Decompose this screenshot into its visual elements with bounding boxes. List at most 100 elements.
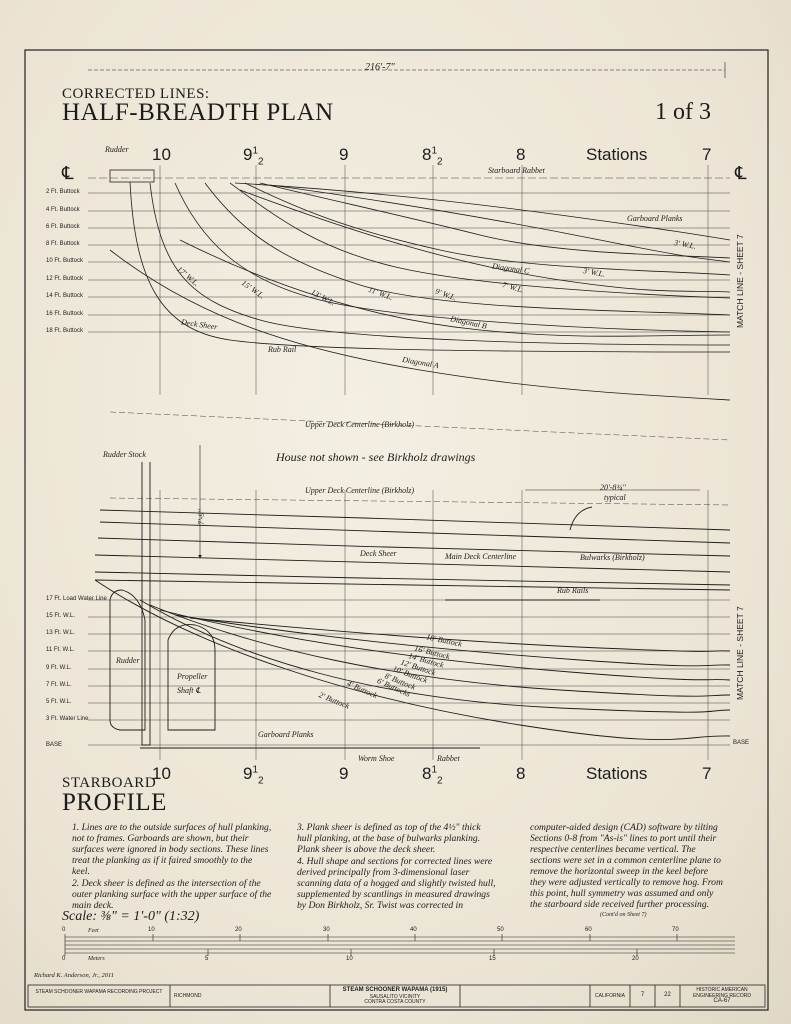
- station-9-half-bottom: 912: [243, 764, 264, 787]
- half-breadth-curves: [109, 181, 731, 401]
- corrected-lines-label: CORRECTED LINES:: [62, 86, 210, 102]
- title-block-frame: [27, 984, 766, 1008]
- typical-dimension: 20'-8¾": [600, 483, 626, 492]
- buttock-18ft: 18 Ft. Buttock: [46, 328, 84, 334]
- meter-tick-0: 0: [62, 956, 66, 962]
- meter-tick-15: 15: [489, 956, 496, 962]
- meter-tick-10: 10: [346, 956, 353, 962]
- base-right-label: BASE: [733, 740, 750, 746]
- wl-3: 3 Ft. Water Line: [46, 716, 89, 722]
- match-line-top: MATCH LINE - SHEET 7: [735, 234, 745, 328]
- sheet-total: 22: [664, 992, 671, 998]
- station-7-bottom: 7: [702, 764, 712, 783]
- wl-15: 15 Ft. W.L.: [46, 613, 76, 619]
- note-4: 4. Hull shape and sections for corrected…: [297, 856, 496, 911]
- deck-sheer-profile-label: Deck Sheer: [360, 549, 397, 558]
- stations-label: Stations: [586, 145, 648, 164]
- profile-outline: [94, 462, 731, 749]
- sheet-border: [24, 49, 769, 1011]
- project-sub-2: CONTRA COSTA COUNTY: [364, 999, 426, 1005]
- meter-tick-5: 5: [205, 956, 209, 962]
- feet-label: Feet: [88, 928, 99, 934]
- scale-bar: [64, 934, 735, 956]
- rudder-profile-label: Rudder: [116, 656, 140, 665]
- station-9: 9: [339, 145, 349, 164]
- buttock-2ft: 2 Ft. Buttock: [46, 189, 80, 195]
- rudder-stock-label: Rudder Stock: [103, 450, 146, 459]
- buttock-6ft: 6 Ft. Buttock: [46, 224, 80, 230]
- match-line-bottom: MATCH LINE - SHEET 7: [735, 606, 745, 700]
- garboard-planks-label: Garboard Planks: [627, 214, 683, 223]
- station-8-bottom: 8: [516, 764, 526, 783]
- sheet-number: 7: [640, 992, 645, 998]
- note-2: 2. Deck sheer is defined as the intersec…: [72, 878, 272, 911]
- station-8-half: 812: [422, 145, 443, 168]
- feet-tick-0: 0: [62, 927, 66, 933]
- wl-9: 9 Ft. W.L.: [46, 665, 72, 671]
- feet-tick-70: 70: [672, 927, 679, 933]
- wl-7: 7 Ft. W.L.: [46, 682, 72, 688]
- shaft-label: Shaft ℄: [177, 686, 201, 695]
- wl-11: 11 Ft. W.L.: [46, 647, 75, 653]
- richmond-label: RICHMOND: [174, 993, 202, 999]
- note-3: 3. Plank sheer is defined as top of the …: [297, 822, 481, 855]
- buttock-14ft: 14 Ft. Buttock: [46, 293, 84, 299]
- delineator: Richard K. Anderson, Jr., 2011: [34, 972, 115, 979]
- half-breadth-grid: [88, 165, 730, 395]
- stations-label-bottom: Stations: [586, 764, 648, 783]
- bulwarks-label: Bulwarks (Birkholz): [580, 553, 645, 562]
- feet-tick-30: 30: [323, 927, 330, 933]
- upper-deck-cl-label-2: Upper Deck Centerline (Birkholz): [305, 486, 415, 495]
- garboard-profile-label: Garboard Planks: [258, 730, 314, 739]
- meters-label: Meters: [88, 956, 105, 962]
- feet-tick-50: 50: [497, 927, 504, 933]
- rub-rails-label: Rub Rails: [557, 586, 589, 595]
- propeller-label: Propeller: [177, 672, 208, 681]
- rudder-outline: [109, 169, 155, 183]
- recording-project: STEAM SCHOONER WAPAMA RECORDING PROJECT: [35, 989, 163, 995]
- house-note: House not shown - see Birkholz drawings: [276, 450, 476, 464]
- buttock-8ft: 8 Ft. Buttock: [46, 241, 80, 247]
- feet-tick-10: 10: [148, 927, 155, 933]
- feet-tick-40: 40: [410, 927, 417, 933]
- buttock-16ft: 16 Ft. Buttock: [46, 311, 84, 317]
- project-sub-1: SAUSALITO VICINITY: [369, 994, 421, 1000]
- feet-tick-60: 60: [585, 927, 592, 933]
- rub-rail-label: Rub Rail: [268, 345, 297, 354]
- continued-note: (Cont'd on Sheet 7): [600, 912, 647, 918]
- station-8-half-bottom: 812: [422, 764, 443, 787]
- centerline-symbol-right: ℄: [735, 163, 747, 183]
- buttock-10ft: 10 Ft. Buttock: [46, 258, 84, 264]
- centerline-symbol-left: ℄: [62, 163, 74, 183]
- buttock-4ft: 4 Ft. Buttock: [46, 207, 80, 213]
- note-1: 1. Lines are to the outside surfaces of …: [72, 822, 272, 877]
- half-breadth-title: HALF-BREADTH PLAN: [62, 99, 334, 126]
- station-10: 10: [152, 145, 171, 164]
- project-title: STEAM SCHOONER WAPAMA (1915): [342, 987, 448, 993]
- meter-tick-20: 20: [632, 956, 639, 962]
- starboard-rabbet-label: Starboard Rabbet: [488, 166, 545, 175]
- base-left-label: BASE: [46, 742, 63, 748]
- station-9-bottom: 9: [339, 764, 349, 783]
- wl-17-load: 17 Ft. Load Water Line: [46, 596, 107, 602]
- buttock-12ft: 12 Ft. Buttock: [46, 276, 84, 282]
- rabbet-label: Rabbet: [437, 754, 460, 763]
- note-4-continued: computer-aided design (CAD) software by …: [530, 822, 723, 910]
- wl-5: 5 Ft. W.L.: [46, 699, 72, 705]
- feet-tick-20: 20: [235, 927, 242, 933]
- station-7: 7: [702, 145, 712, 164]
- upper-deck-cl-label-1: Upper Deck Centerline (Birkholz): [305, 420, 415, 429]
- typical-label: typical: [604, 493, 626, 502]
- station-8: 8: [516, 145, 526, 164]
- survey-number: CA-67: [713, 998, 731, 1004]
- overall-length-dimension: 216'-7": [365, 62, 395, 73]
- sheet-sequence: 1 of 3: [655, 99, 711, 125]
- state-label: CALIFORNIA: [594, 993, 625, 999]
- starboard-label: STARBOARD: [62, 775, 157, 791]
- main-deck-cl-label: Main Deck Centerline: [445, 552, 517, 561]
- agency-label: HISTORIC AMERICAN ENGINEERING RECORD: [692, 987, 752, 999]
- rudder-label: Rudder: [105, 145, 129, 154]
- worm-shoe-label: Worm Shoe: [358, 754, 395, 763]
